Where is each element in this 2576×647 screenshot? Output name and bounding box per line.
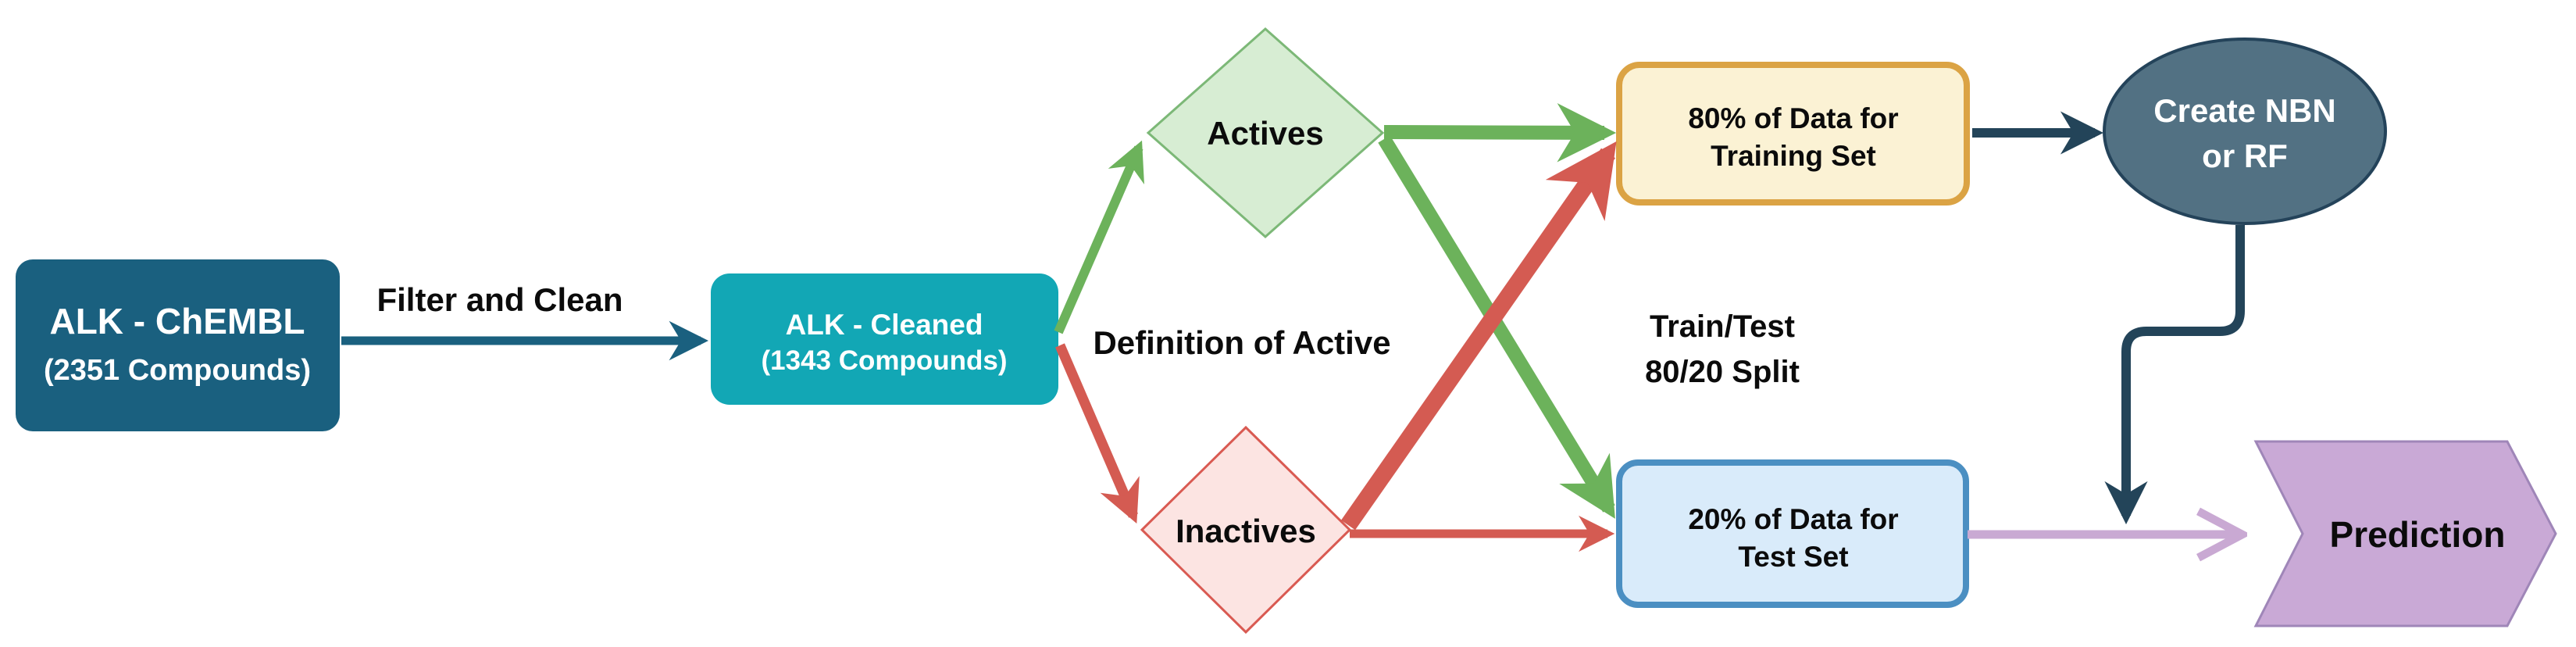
arrow-model-to-prediction-elbow	[2104, 225, 2245, 525]
arrow-inactives-to-training	[1340, 141, 1617, 531]
node-test-set: 20% of Data for Test Set	[1616, 459, 1969, 608]
definition-of-active-label: Definition of Active	[1093, 324, 1390, 361]
alk-chembl-box	[16, 259, 340, 431]
actives-diamond	[1146, 27, 1385, 239]
alk-chembl-count: (2351 Compounds)	[44, 354, 311, 387]
node-prediction: Prediction	[2253, 440, 2557, 627]
node-inactives: Inactives	[1140, 425, 1352, 634]
training-set-line2: Training Set	[1711, 140, 1876, 172]
arrow-cleaned-to-actives	[1054, 140, 1144, 334]
arrow-actives-to-training	[1383, 102, 1617, 163]
train-test-split-label: Train/Test 80/20 Split	[1645, 309, 1800, 389]
test-set-line1: 20% of Data for	[1688, 503, 1898, 535]
inactives-diamond	[1140, 425, 1352, 634]
split-label-line2: 80/20 Split	[1645, 355, 1800, 389]
alk-chembl-title: ALK - ChEMBL	[49, 301, 305, 341]
node-training-set: 80% of Data for Training Set	[1616, 62, 1970, 206]
node-create-model: Create NBN or RF	[2103, 38, 2387, 225]
node-alk-chembl: ALK - ChEMBL (2351 Compounds)	[16, 259, 340, 431]
actives-label: Actives	[1207, 115, 1323, 152]
filter-and-clean-label: Filter and Clean	[376, 281, 623, 318]
create-model-ellipse	[2103, 38, 2387, 225]
test-set-line2: Test Set	[1738, 541, 1848, 573]
split-label-line1: Train/Test	[1650, 309, 1795, 344]
inactives-label: Inactives	[1176, 513, 1316, 549]
alk-cleaned-count: (1343 Compounds)	[761, 345, 1007, 376]
training-set-box	[1616, 62, 1970, 206]
node-actives: Actives	[1146, 27, 1385, 239]
arrow-cleaned-to-inactives	[1055, 343, 1140, 524]
create-model-line2: or RF	[2202, 138, 2288, 174]
prediction-label: Prediction	[2330, 514, 2506, 555]
node-alk-cleaned: ALK - Cleaned (1343 Compounds)	[711, 273, 1058, 405]
prediction-chevron	[2253, 440, 2557, 627]
alk-cleaned-box	[711, 273, 1058, 405]
create-model-line1: Create NBN	[2153, 92, 2335, 129]
alk-cleaned-title: ALK - Cleaned	[786, 309, 983, 341]
training-set-line1: 80% of Data for	[1688, 102, 1898, 134]
test-set-box	[1616, 459, 1969, 608]
